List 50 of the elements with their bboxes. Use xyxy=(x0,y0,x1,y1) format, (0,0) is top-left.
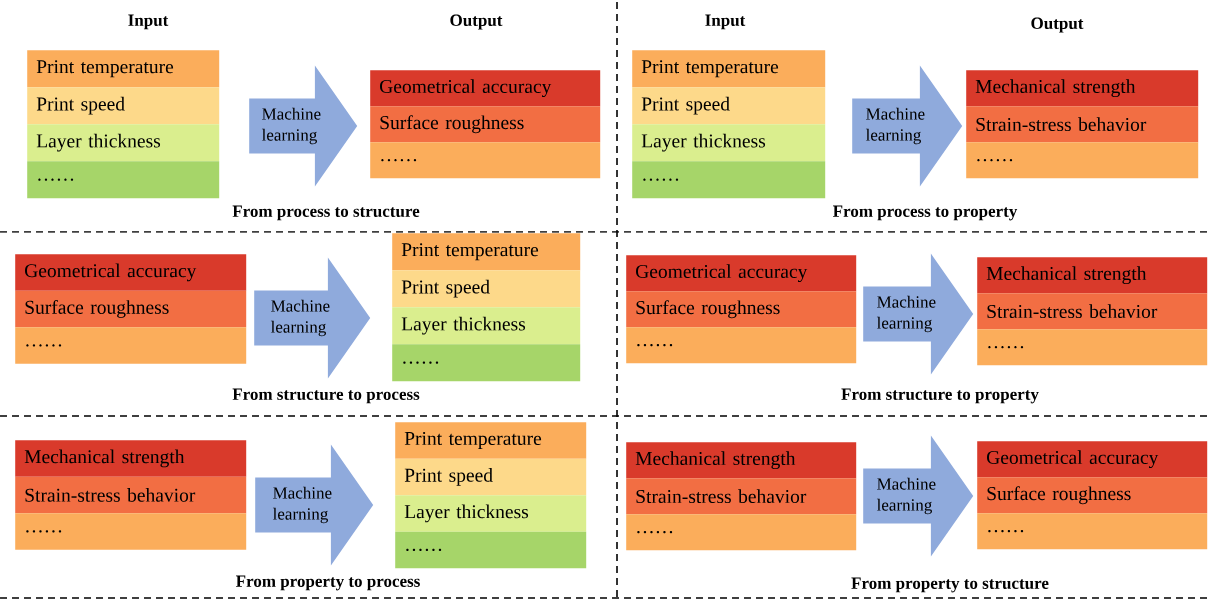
parameter-cell: Geometrical accuracy xyxy=(626,255,857,292)
column-heading: Input xyxy=(705,14,746,30)
parameter-cell: Geometrical accuracy xyxy=(15,254,247,291)
parameter-cell: …… xyxy=(977,329,1208,366)
parameter-cell: …… xyxy=(395,531,587,569)
parameter-cell: Print temperature xyxy=(632,50,826,88)
parameter-cell: …… xyxy=(15,327,247,364)
column-heading: Output xyxy=(450,14,503,30)
parameter-cell: …… xyxy=(626,327,857,364)
parameter-cell: Print speed xyxy=(27,87,220,125)
parameter-cell: Layer thickness xyxy=(395,495,587,532)
parameter-cell: Print speed xyxy=(632,87,826,125)
parameter-cell: …… xyxy=(370,142,601,179)
parameter-cell: Mechanical strength xyxy=(626,442,857,479)
parameter-cell: Strain-stress behavior xyxy=(15,476,247,514)
parameter-cell: Surface roughness xyxy=(370,106,601,143)
parameter-cell: Print temperature xyxy=(27,50,220,88)
parameter-cell: Mechanical strength xyxy=(966,70,1199,107)
parameter-cell: Print speed xyxy=(392,270,581,308)
parameter-cell: Print speed xyxy=(395,458,587,496)
parameter-cell: …… xyxy=(27,161,220,199)
parameter-cell: …… xyxy=(15,513,247,550)
parameter-cell: …… xyxy=(632,161,826,199)
parameter-cell: Surface roughness xyxy=(626,291,857,328)
parameter-cell: Strain-stress behavior xyxy=(977,293,1208,330)
column-heading: Input xyxy=(128,14,169,30)
parameter-cell: …… xyxy=(966,142,1199,179)
parameter-cell: Strain-stress behavior xyxy=(966,106,1199,143)
parameter-cell: Surface roughness xyxy=(15,290,247,328)
panel-caption: From structure to property xyxy=(841,388,1039,404)
parameter-cell: Print temperature xyxy=(395,422,587,459)
parameter-cell: Mechanical strength xyxy=(977,257,1208,294)
parameter-cell: …… xyxy=(392,344,581,382)
panel-caption: From process to property xyxy=(833,205,1018,221)
panel-caption: From property to process xyxy=(236,575,420,591)
parameter-cell: Mechanical strength xyxy=(15,440,247,477)
parameter-cell: Layer thickness xyxy=(27,124,220,162)
parameter-cell: Surface roughness xyxy=(977,477,1208,514)
parameter-cell: Geometrical accuracy xyxy=(977,441,1208,478)
parameter-cell: Print temperature xyxy=(392,233,581,271)
panel-caption: From structure to process xyxy=(232,388,420,404)
parameter-cell: …… xyxy=(977,513,1208,550)
parameter-cell: Geometrical accuracy xyxy=(370,70,601,107)
parameter-cell: Strain-stress behavior xyxy=(626,478,857,515)
parameter-cell: Layer thickness xyxy=(632,124,826,162)
panel-caption: From process to structure xyxy=(232,205,420,221)
parameter-cell: …… xyxy=(626,514,857,551)
column-heading: Output xyxy=(1031,17,1084,33)
parameter-cell: Layer thickness xyxy=(392,307,581,345)
panel-caption: From property to structure xyxy=(851,577,1049,593)
